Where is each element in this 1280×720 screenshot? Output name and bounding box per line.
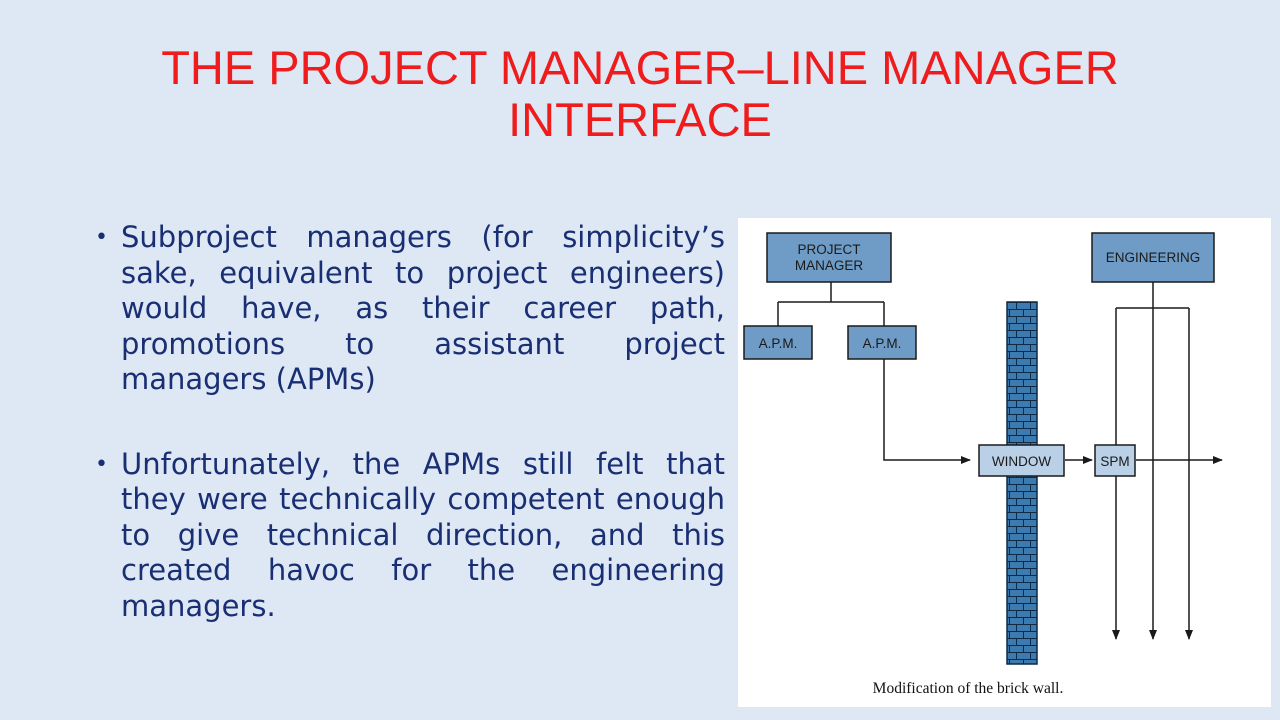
engineering-box: ENGINEERING bbox=[1091, 232, 1215, 283]
bullet-list: • Subproject managers (for simplicity’s … bbox=[95, 220, 725, 673]
project-manager-box: PROJECT MANAGER bbox=[766, 232, 892, 283]
apm-to-window-arrow bbox=[883, 359, 971, 464]
bullet-marker: • bbox=[95, 225, 108, 250]
apm-right-box: A.P.M. bbox=[847, 325, 917, 360]
org-connectors bbox=[777, 282, 885, 326]
brick-wall-diagram: PROJECT MANAGER A.P.M. A.P.M. ENGINEERIN… bbox=[738, 218, 1271, 707]
diagram-caption: Modification of the brick wall. bbox=[872, 680, 1064, 697]
apm-left-label: A.P.M. bbox=[759, 336, 798, 351]
slide-title: THE PROJECT MANAGER–LINE MANAGER INTERFA… bbox=[100, 42, 1180, 146]
title-line-1: THE PROJECT MANAGER–LINE MANAGER bbox=[161, 41, 1119, 94]
window-label: WINDOW bbox=[992, 454, 1051, 469]
bullet-item: • Subproject managers (for simplicity’s … bbox=[95, 220, 725, 398]
bullet-text: Unfortunately, the APMs still felt that … bbox=[121, 446, 725, 623]
window-box: WINDOW bbox=[978, 444, 1065, 477]
brick-wall bbox=[1006, 301, 1038, 665]
spm-box: SPM bbox=[1094, 444, 1136, 477]
project-manager-label-2: MANAGER bbox=[795, 258, 864, 273]
diagram-canvas: PROJECT MANAGER A.P.M. A.P.M. ENGINEERIN… bbox=[743, 232, 1223, 665]
bullet-item: • Unfortunately, the APMs still felt tha… bbox=[95, 447, 725, 625]
bullet-text: Subproject managers (for simplicity’s sa… bbox=[121, 220, 725, 396]
title-line-2: INTERFACE bbox=[508, 93, 772, 146]
spm-label: SPM bbox=[1100, 454, 1129, 469]
apm-left-box: A.P.M. bbox=[743, 325, 813, 360]
project-manager-label-1: PROJECT bbox=[797, 242, 860, 257]
apm-right-label: A.P.M. bbox=[863, 336, 902, 351]
bullet-marker: • bbox=[95, 451, 108, 477]
engineering-connectors bbox=[1116, 282, 1189, 309]
engineering-label: ENGINEERING bbox=[1106, 250, 1201, 265]
